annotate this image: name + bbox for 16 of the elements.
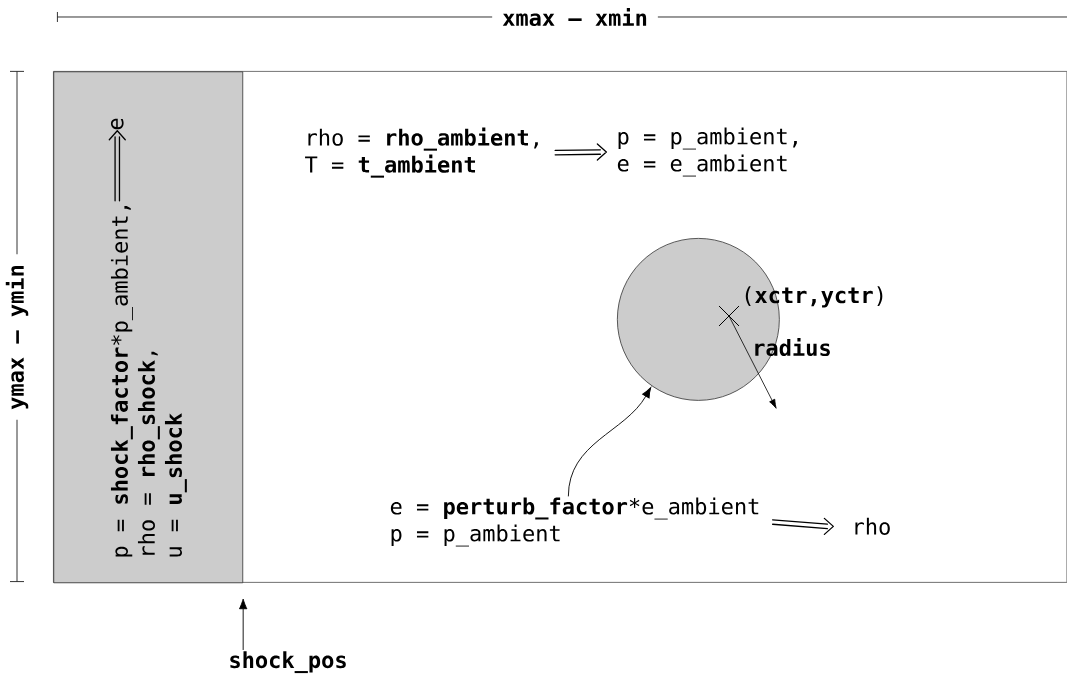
- ambient-conditions-text: rho = rho_ambient, T = t_ambient: [305, 127, 538, 178]
- curved-arrow: [567, 387, 652, 497]
- dimension-label: ymax – ymin: [3, 254, 31, 420]
- perturbation-text: e = perturb_factor*e_ambient p = p_ambient: [390, 497, 759, 547]
- shock-region: [53, 71, 244, 584]
- radius-label: radius: [755, 337, 830, 357]
- result-text: e: [110, 118, 124, 130]
- implies-arrow: [554, 143, 607, 161]
- derived-text: p = p_ambient, e = e_ambient: [617, 127, 797, 177]
- implies-arrow: [108, 130, 126, 202]
- arrow: [239, 598, 248, 651]
- derived-text: rho: [855, 517, 890, 535]
- position-label: shock_pos: [230, 651, 346, 674]
- coordinate-label: (xctr,yctr): [745, 286, 883, 308]
- implies-arrow: [771, 517, 834, 536]
- dimension-label: xmax – xmin: [492, 5, 658, 29]
